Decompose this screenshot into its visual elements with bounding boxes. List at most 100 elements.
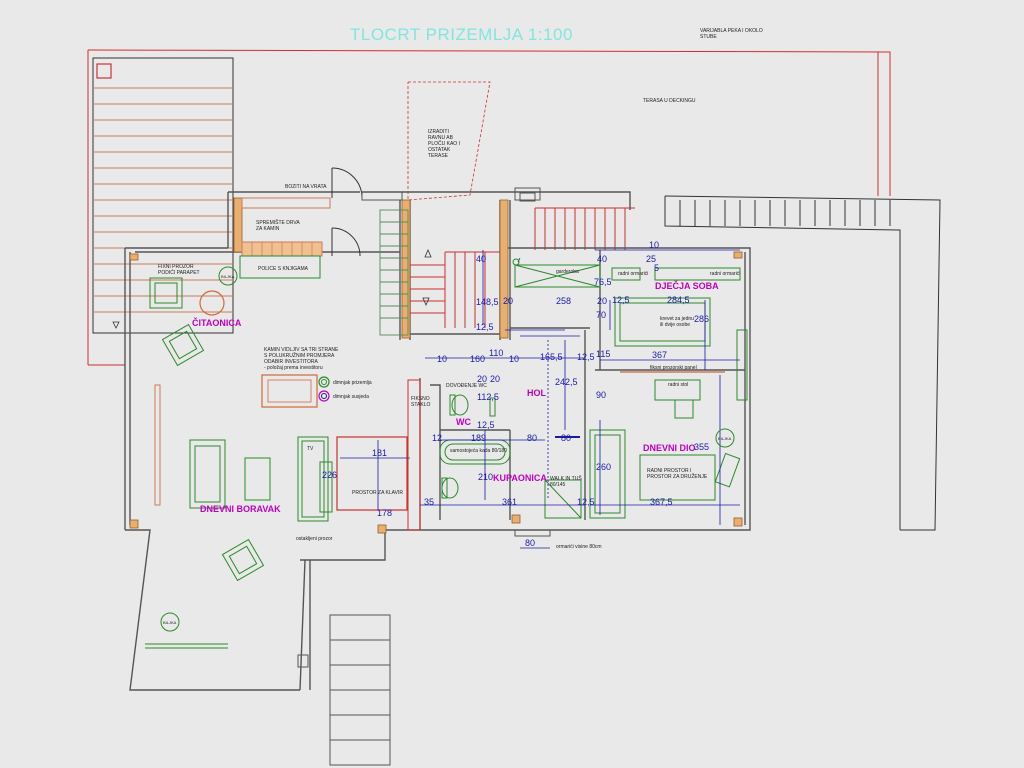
room-label-hol: HOL xyxy=(527,388,547,398)
dim-90: 90 xyxy=(596,390,606,400)
note-izraditi-2: RAVNU AB xyxy=(428,135,454,141)
dim-40a: 40 xyxy=(476,254,486,264)
note-garderoba: garderoba xyxy=(556,269,579,275)
note-dimnjak-susjeda: dimnjak susjeda xyxy=(333,394,369,400)
stair-block-left xyxy=(92,57,234,334)
dim-20b: 20 xyxy=(597,296,607,306)
dim-286: 286 xyxy=(694,314,709,324)
note-varijabla-2: STUBE xyxy=(700,34,717,40)
dim-210: 210 xyxy=(478,472,493,482)
interior-stairs xyxy=(379,209,409,336)
dim-80a: 80 xyxy=(527,433,537,443)
dim-12e: 12 xyxy=(432,433,442,443)
note-fiksni-2: PODIĆI PARAPET xyxy=(158,269,200,276)
room-label-dnevni-boravak: DNEVNI BORAVAK xyxy=(200,504,281,514)
note-radni-ormarici-1: radni ormarići xyxy=(618,271,648,277)
bottom-entrance-steps xyxy=(297,529,551,766)
dim-80c: 80 xyxy=(525,538,535,548)
stair-block-right xyxy=(664,195,941,531)
plant-label-2: BILJKA xyxy=(718,436,732,441)
dim-40b: 40 xyxy=(597,254,607,264)
note-izraditi-3: PLOČU KAO I xyxy=(428,140,460,147)
note-fiksno-staklo-1: FIKSNO xyxy=(411,396,430,402)
terrace-slab-dashed xyxy=(407,81,491,201)
dim-361: 361 xyxy=(502,497,517,507)
dim-76: 76,5 xyxy=(594,277,612,287)
top-windows xyxy=(361,187,541,202)
note-izraditi-4: OSTATAK xyxy=(428,147,451,153)
note-ostakljeni: ostakljeni prozor xyxy=(296,536,333,542)
dim-160: 160 xyxy=(470,354,485,364)
entrance-stairs-red xyxy=(444,207,635,328)
note-fiksno-staklo-2: STAKLO xyxy=(411,402,430,408)
note-varijabla-1: VARIJABLA PEKA I OKOLO xyxy=(700,28,763,34)
living-room-furniture xyxy=(145,436,333,649)
note-prostor-klavir: PROSTOR ZA KLAVIR xyxy=(352,490,403,496)
dimension-lines xyxy=(420,249,740,549)
dim-20d: 20 xyxy=(490,374,500,384)
dim-110: 110 xyxy=(489,348,503,358)
note-terasa: TERASA U DECKINGU xyxy=(643,98,696,104)
wall-columns xyxy=(129,197,743,534)
dim-35: 35 xyxy=(424,497,434,507)
plants xyxy=(160,258,735,632)
note-izraditi-1: IZRADITI xyxy=(428,129,449,135)
note-spremiste-1: SPREMIŠTE DRVA xyxy=(256,219,300,226)
note-fiksni-1: FIXNI PROZOR xyxy=(158,264,194,270)
dim-12g: 12,5 xyxy=(577,497,595,507)
dim-242: 242,5 xyxy=(555,377,578,387)
dim-112: 112,5 xyxy=(477,392,499,402)
dim-181: 181 xyxy=(372,448,387,458)
note-radni-prostor-1: RADNI PROSTOR I xyxy=(647,468,691,474)
dim-20c: 20 xyxy=(477,374,487,384)
room-label-wc: WC xyxy=(456,417,471,427)
terrace-outline xyxy=(87,49,891,366)
note-krevet-1: krevet za jednu xyxy=(660,316,694,322)
dim-355: 355 xyxy=(694,442,709,452)
plan-title: TLOCRT PRIZEMLJA 1:100 xyxy=(350,25,573,44)
dim-148: 148,5 xyxy=(476,297,499,307)
dim-367b: 367,5 xyxy=(650,497,673,507)
dim-189: 189 xyxy=(471,433,486,443)
plant-label-1: BILJKA xyxy=(221,274,235,279)
note-kamin-2: S POLUKRUŽNIM PROMJERA xyxy=(264,351,335,359)
fireplace xyxy=(261,374,330,408)
entrance-door[interactable] xyxy=(331,167,363,257)
note-tv: TV xyxy=(307,446,314,452)
note-samostojeca-kada: samostojeća kada 80/180 xyxy=(450,448,507,454)
note-kamin-1: KAMIN VIDLJIV SA TRI STRANE xyxy=(264,347,339,353)
wc-glass-wall xyxy=(407,379,421,531)
room-label-kupaonica: KUPAONICA xyxy=(493,473,547,483)
note-police: POLICE S KNJIGAMA xyxy=(258,266,309,272)
note-krevet-2: ili dvije osobe xyxy=(660,322,690,328)
dim-20a: 20 xyxy=(503,296,513,306)
dim-10a: 10 xyxy=(649,240,659,250)
dim-5: 5 xyxy=(654,263,659,273)
note-ormarici-visine: ormarići visine 80cm xyxy=(556,544,602,550)
plant-2 xyxy=(715,428,735,448)
dim-258: 258 xyxy=(556,296,571,306)
note-walk-in-1: WALK IN TUŠ xyxy=(550,475,582,482)
reading-table xyxy=(199,290,225,316)
reading-room-furniture xyxy=(149,277,205,367)
red-steps xyxy=(410,264,445,314)
bathroom-fixtures xyxy=(439,394,626,519)
dim-165: 165,5 xyxy=(540,352,563,362)
dim-70: 70 xyxy=(596,310,606,320)
dim-260: 260 xyxy=(596,462,611,472)
dim-10b: 10 xyxy=(437,354,447,364)
note-kamin-3: ODABIR INVESTITORA xyxy=(264,359,318,365)
note-radni-ormarici-2: radni ormarići xyxy=(710,271,740,277)
plant-label-3: BILJKA xyxy=(163,620,177,625)
dim-12a: 12,5 xyxy=(476,322,494,332)
dim-12c: 12,5 xyxy=(577,352,595,362)
living-room-wall-tan xyxy=(154,384,161,506)
note-radni-prostor-2: PROSTOR ZA DRUŽENJE xyxy=(647,472,708,480)
light-point xyxy=(512,258,520,266)
dim-10c: 10 xyxy=(509,354,519,364)
wood-storage xyxy=(239,197,331,279)
dim-25: 25 xyxy=(646,254,656,264)
dim-226: 226 xyxy=(322,470,337,480)
note-dovodjenje-wc: DOVOĐENJE WC xyxy=(446,383,487,389)
